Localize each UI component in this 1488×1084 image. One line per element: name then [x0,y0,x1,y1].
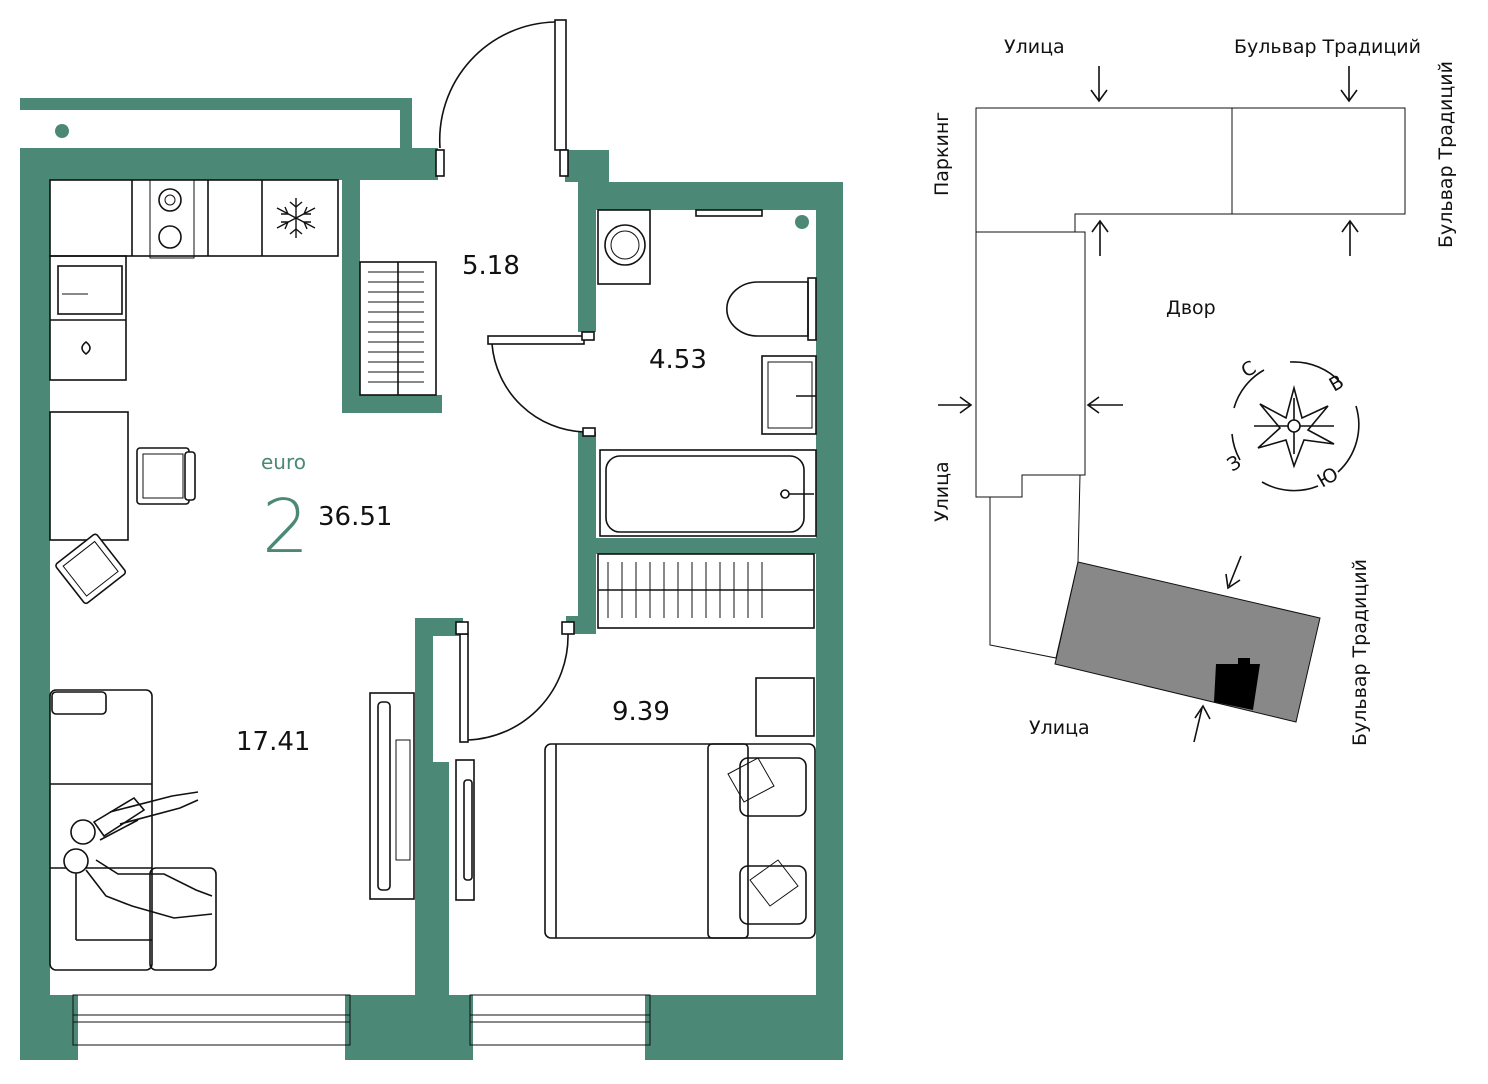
entrance-door [435,19,569,177]
tv-unit-living [369,692,415,900]
total-area: 36.51 [318,502,392,532]
wall-top-door-jamb [565,150,609,182]
rooms-count: 2 [262,484,309,570]
dining-set [49,411,196,605]
building-block-outline [975,107,1406,498]
entrance-arrows [938,66,1359,743]
label-boulevard-top: Бульвар Традиций [1234,36,1421,58]
living-kitchen-area: 17.41 [236,727,310,757]
tv-unit-bedroom [455,759,475,901]
bathroom-area: 4.53 [649,345,707,375]
wall-wardrobe-left [342,180,360,412]
wardrobe-bedroom [597,553,815,629]
sofa [49,689,217,971]
label-street-left: Улица [931,461,953,522]
compass-east: В [1326,371,1348,397]
wall-bottom-2 [345,995,473,1060]
balcony-rail [20,98,412,110]
windows [72,994,651,1046]
wall-bath-left-bottom [578,432,596,632]
wall-right [816,182,843,1060]
compass-north: С [1238,357,1261,383]
bathroom-fixtures [597,209,817,537]
wall-wardrobe-bottom [342,395,442,413]
wall-top-bathroom [595,182,843,210]
hall-area: 5.18 [462,251,520,281]
label-boulevard-right-bottom: Бульвар Традиций [1349,559,1371,746]
compass-icon: С В Ю З [1224,357,1360,492]
label-boulevard-right-top: Бульвар Традиций [1435,61,1457,248]
wall-bottom-3 [645,995,843,1060]
compass-west: З [1224,451,1246,476]
wall-bottom-1 [20,995,78,1060]
wall-bath-bottom [578,538,816,554]
highlighted-building [1054,561,1321,723]
compass-south: Ю [1314,463,1343,492]
label-yard: Двор [1166,297,1216,319]
apartment-class-label: euro [261,450,306,474]
balcony-rail-side [400,98,412,150]
wall-bath-left-top [578,182,596,332]
wardrobe-hall [359,261,437,396]
site-map: С В Ю З Улица Бульвар Традиций Бульвар Т… [931,36,1457,746]
people-figures [63,791,213,919]
label-street-top: Улица [1004,36,1065,58]
wall-partition-lower [415,762,449,998]
wall-left [20,148,50,1060]
bathroom-door [487,331,596,437]
label-street-bottom: Улица [1029,717,1090,739]
wall-top-living [20,148,438,180]
bed [544,743,816,939]
apartment-location-marker [1214,658,1260,710]
snowflake-icon [276,198,316,238]
kitchen-counter [49,179,339,381]
apartment-walls [20,98,843,1060]
label-parking: Паркинг [931,112,953,196]
bedroom-area: 9.39 [612,697,670,727]
bedroom-door [455,621,575,743]
balcony-marker [55,124,69,138]
bedside-cabinet [755,677,815,737]
